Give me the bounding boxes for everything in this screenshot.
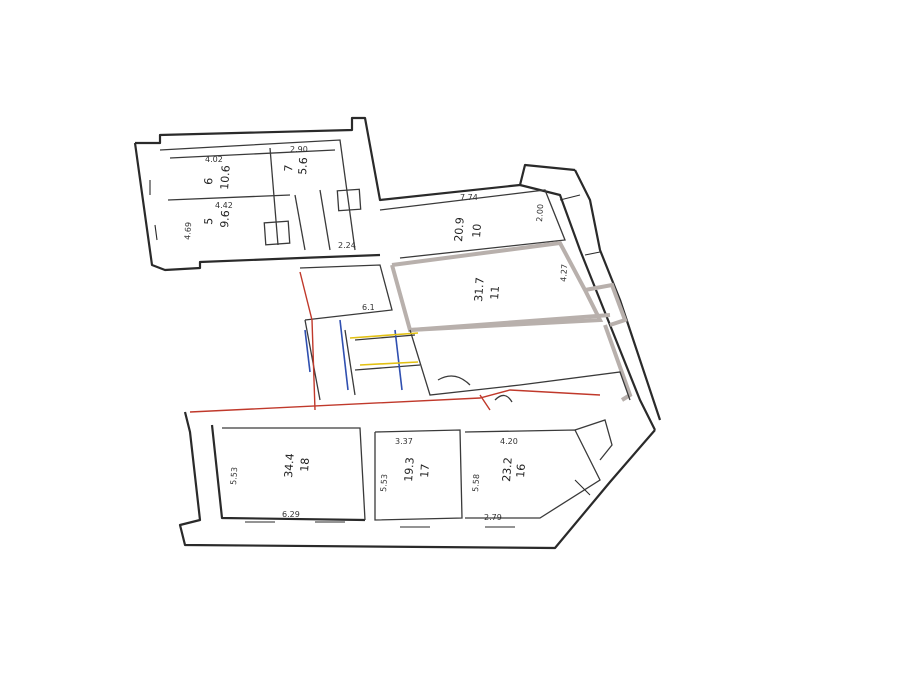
dimension-label: 3.37	[395, 437, 413, 446]
dimension-label: 4.02	[205, 155, 223, 164]
altered-walls	[390, 240, 633, 402]
room-number-16: 16	[514, 463, 528, 478]
room-area-5: 9.6	[218, 210, 232, 228]
room-number-10: 10	[470, 223, 484, 238]
dimension-label: 6.29	[282, 510, 300, 519]
room-area-11: 31.7	[472, 277, 487, 302]
room-area-17: 19.3	[402, 457, 417, 482]
dimension-label: 5.53	[229, 467, 239, 485]
room-number-17: 17	[418, 463, 432, 478]
lower-wing	[178, 411, 656, 550]
dimension-label: 7.74	[460, 193, 478, 202]
upper-right-wing	[379, 169, 662, 431]
room-area-10: 20.9	[452, 217, 467, 242]
upper-left-wing	[133, 116, 576, 272]
room-area-18: 34.4	[282, 453, 297, 478]
dimension-label: 2.90	[290, 145, 308, 154]
room-area-7: 5.6	[296, 157, 310, 175]
room-area-6: 10.6	[218, 165, 233, 190]
dimension-label: 4.27	[559, 264, 569, 282]
dimension-label: 5.58	[471, 474, 481, 492]
dimension-label: 4.69	[183, 222, 193, 240]
dimension-label: 2.24	[338, 241, 356, 250]
room-number-5: 5	[202, 217, 215, 225]
dimension-label: 5.53	[379, 474, 389, 492]
room-area-16: 23.2	[500, 457, 515, 482]
dimension-label: 4.42	[215, 201, 233, 210]
dimension-label: 2.79	[484, 513, 502, 522]
dimension-label: 2.00	[535, 204, 545, 222]
dimension-label: 6.1	[362, 303, 375, 312]
room-number-7: 7	[282, 164, 295, 172]
dimension-label: 4.20	[500, 437, 518, 446]
room-number-11: 11	[488, 285, 502, 300]
central-area	[189, 264, 631, 413]
room-number-6: 6	[202, 177, 215, 185]
room-number-18: 18	[298, 457, 312, 472]
